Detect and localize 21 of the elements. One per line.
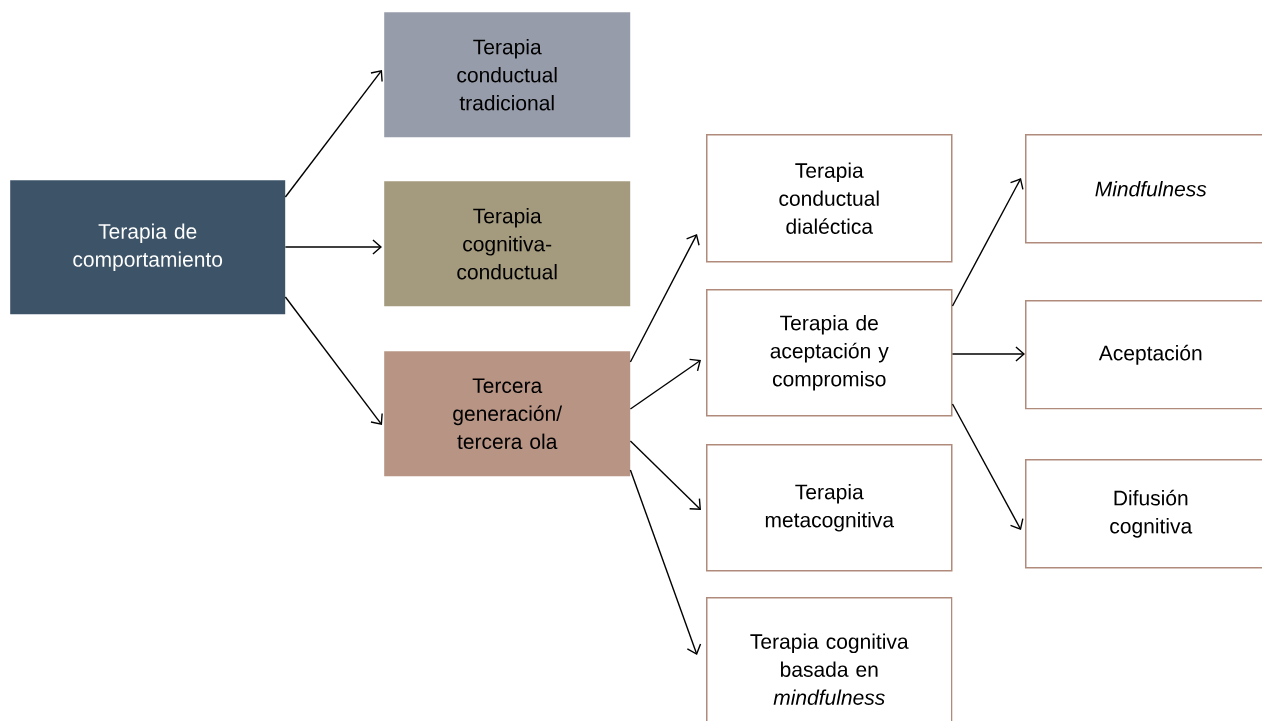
arrow bbox=[629, 469, 702, 655]
arrow bbox=[629, 440, 701, 510]
process-box: Terapia de aceptación y compromiso bbox=[706, 289, 953, 417]
arrow bbox=[284, 70, 383, 198]
arrow bbox=[284, 296, 383, 425]
arrow bbox=[629, 234, 700, 363]
process-box: Tercera generación/ tercera ola bbox=[384, 351, 631, 477]
arrow bbox=[951, 403, 1024, 530]
process-box: Terapia de comportamiento bbox=[10, 180, 286, 315]
arrow bbox=[951, 346, 1025, 362]
process-box: Aceptación bbox=[1025, 300, 1262, 410]
process-box: Difusión cognitiva bbox=[1025, 459, 1262, 569]
process-box: Terapia metacognitiva bbox=[706, 444, 953, 572]
process-box: Terapia conductual tradicional bbox=[384, 12, 631, 138]
arrow bbox=[951, 178, 1024, 307]
process-box: Terapia cognitiva basada en mindfulness bbox=[706, 597, 953, 721]
arrow bbox=[284, 239, 382, 255]
process-box: Terapia conductual dialéctica bbox=[706, 134, 953, 263]
process-box: Terapia cognitiva-conductual bbox=[384, 181, 631, 307]
process-box: Mindfulness bbox=[1025, 134, 1262, 244]
arrow bbox=[629, 358, 701, 410]
